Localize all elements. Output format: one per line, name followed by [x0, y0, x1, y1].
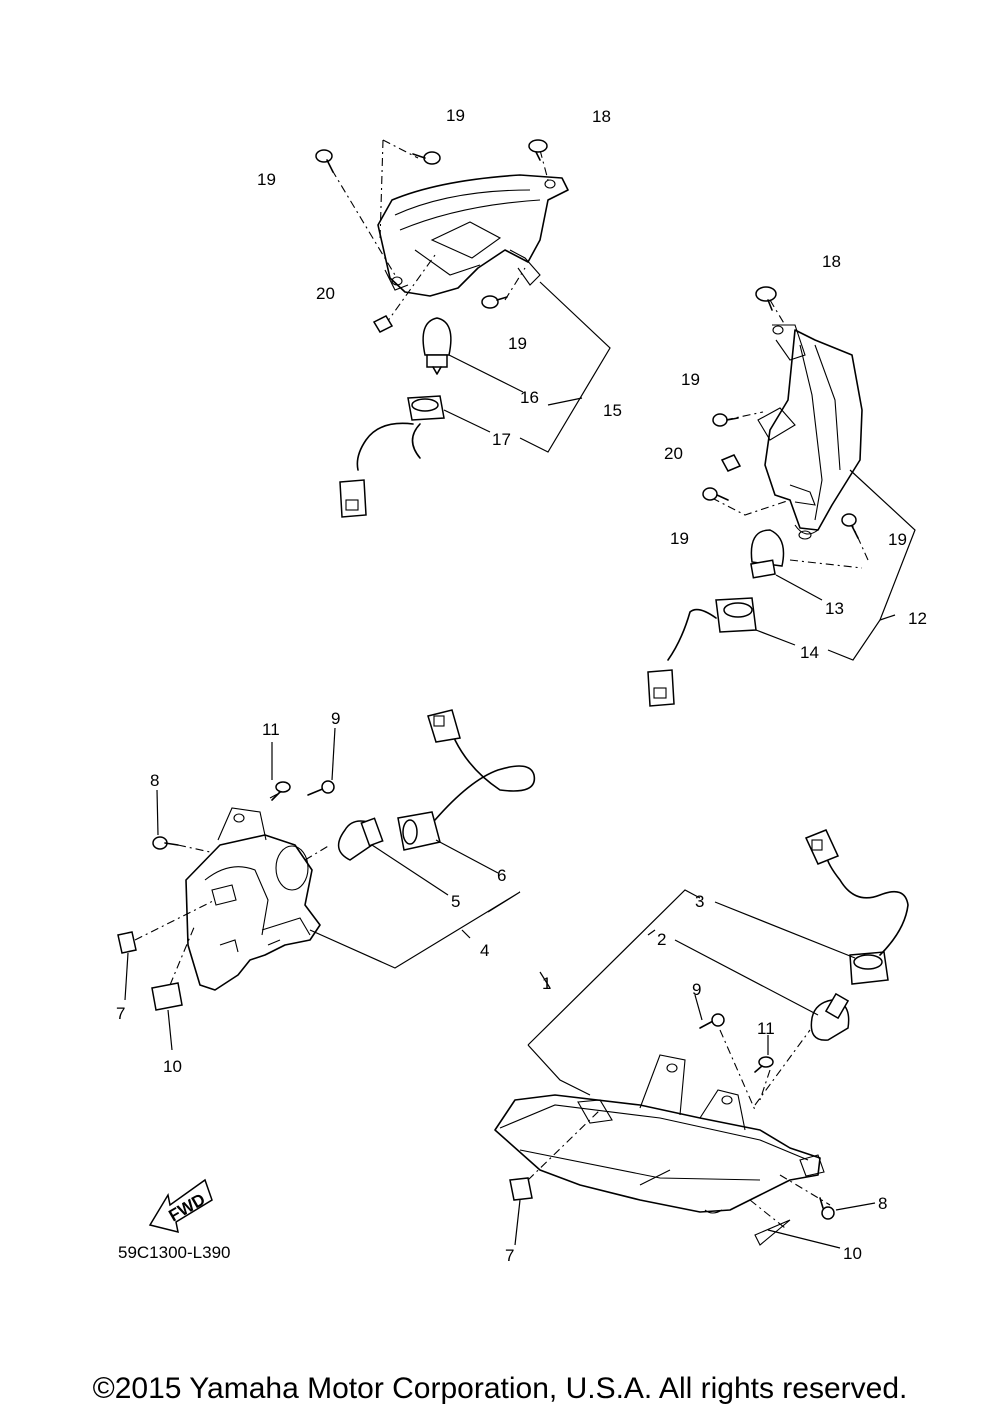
callout-8: 8: [150, 771, 159, 790]
callout-19: 19: [446, 106, 465, 125]
bulb-2-icon: [810, 992, 850, 1041]
callout-11: 11: [757, 1019, 775, 1038]
callout-20: 20: [664, 444, 683, 463]
screw-19-icon: [315, 149, 334, 173]
callout-18: 18: [822, 252, 841, 271]
callout-10: 10: [843, 1244, 862, 1263]
socket-3-icon: [804, 829, 909, 985]
callout-19: 19: [681, 370, 700, 389]
screw-19-icon: [841, 513, 859, 539]
screw-11-icon: [271, 781, 291, 801]
callout-19: 19: [257, 170, 276, 189]
callout-15: 15: [603, 401, 622, 420]
nut-20-icon: [720, 454, 742, 472]
callout-18: 18: [592, 107, 611, 126]
clip-8-icon: [152, 836, 179, 850]
callout-6: 6: [497, 866, 506, 885]
callout-14: 14: [800, 643, 819, 662]
bolt-9-icon: [307, 780, 335, 796]
rivet-18-icon: [755, 286, 777, 311]
callout-8: 8: [878, 1194, 887, 1213]
screw-19-icon: [481, 295, 508, 309]
callout-19: 19: [508, 334, 527, 353]
callout-11: 11: [262, 720, 280, 739]
screw-19-icon: [412, 151, 441, 165]
bulb-16-icon: [422, 317, 452, 375]
callout-7: 7: [116, 1004, 125, 1023]
callout-5: 5: [451, 892, 460, 911]
cushion-7-icon: [117, 931, 137, 954]
callout-20: 20: [316, 284, 335, 303]
callout-3: 3: [695, 892, 704, 911]
rear-turn-signal-assembly-12: [647, 286, 916, 707]
callout-12: 12: [908, 609, 927, 628]
front-turn-signal-assembly-4: [117, 709, 536, 1051]
cushion-7-icon: [509, 1177, 533, 1201]
callout-labels: 19 18 19 20 19 16 15 17 18 19 20 19 19 1…: [116, 106, 927, 1265]
bolt-9-icon: [699, 1013, 725, 1029]
callout-10: 10: [163, 1057, 182, 1076]
screw-11-icon: [754, 1056, 774, 1073]
callout-9: 9: [692, 980, 701, 999]
callout-13: 13: [825, 599, 844, 618]
callout-7: 7: [505, 1246, 514, 1265]
callout-16: 16: [520, 388, 539, 407]
fwd-arrow-icon: FWD: [148, 1178, 213, 1234]
bulb-5-icon: [337, 817, 384, 861]
callout-19: 19: [888, 530, 907, 549]
nut-20-icon: [372, 315, 394, 333]
callout-1: 1: [542, 974, 551, 993]
callout-4: 4: [480, 941, 489, 960]
socket-17-icon: [339, 395, 445, 518]
copyright-notice: ©2015 Yamaha Motor Corporation, U.S.A. A…: [92, 1372, 908, 1405]
callout-2: 2: [657, 930, 666, 949]
pad-10-icon: [151, 982, 183, 1011]
rear-turn-signal-assembly-15: [315, 139, 611, 518]
front-turn-signal-assembly-1: [494, 829, 909, 1249]
screw-19-icon: [702, 487, 729, 501]
callout-17: 17: [492, 430, 511, 449]
rivet-18-icon: [528, 139, 548, 161]
clip-8-icon: [819, 1197, 835, 1220]
callout-9: 9: [331, 709, 340, 728]
socket-6-icon: [397, 709, 536, 851]
socket-14-icon: [647, 597, 757, 707]
drawing-code: 59C1300-L390: [118, 1243, 230, 1262]
callout-19: 19: [670, 529, 689, 548]
screw-19-icon: [712, 413, 739, 427]
bulb-13-icon: [750, 529, 785, 579]
